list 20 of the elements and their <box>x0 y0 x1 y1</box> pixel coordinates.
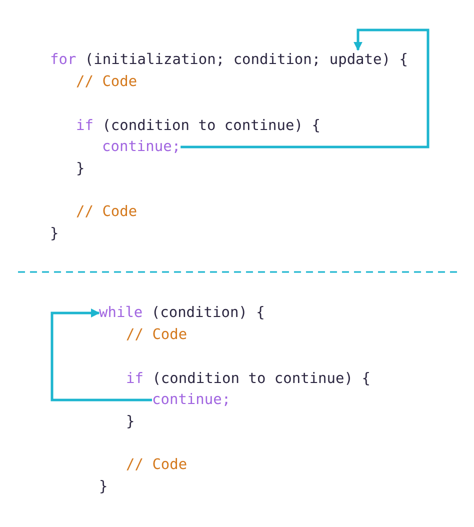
code-text: (initialization; condition; update) { <box>84 51 408 70</box>
code-text: } <box>50 225 59 244</box>
code-text: (condition to continue) { <box>102 117 320 136</box>
arrow <box>180 28 430 148</box>
code-keyword: continue; <box>102 137 181 157</box>
code-keyword: if <box>126 370 144 389</box>
code-comment: // Code <box>126 326 188 345</box>
code-comment: // Code <box>76 203 138 222</box>
code-keyword: for <box>50 51 76 70</box>
code-text: (condition) { <box>151 304 265 323</box>
code-keyword: while <box>99 304 143 323</box>
code-text: (condition to continue) { <box>152 370 370 389</box>
code-keyword: if <box>76 117 94 136</box>
code-text: } <box>76 160 85 179</box>
code-comment: // Code <box>126 456 188 475</box>
code-text: } <box>99 478 108 497</box>
code-text: } <box>126 413 135 432</box>
code-comment: // Code <box>76 73 138 92</box>
arrow <box>50 308 152 402</box>
code-keyword: continue; <box>152 390 231 410</box>
